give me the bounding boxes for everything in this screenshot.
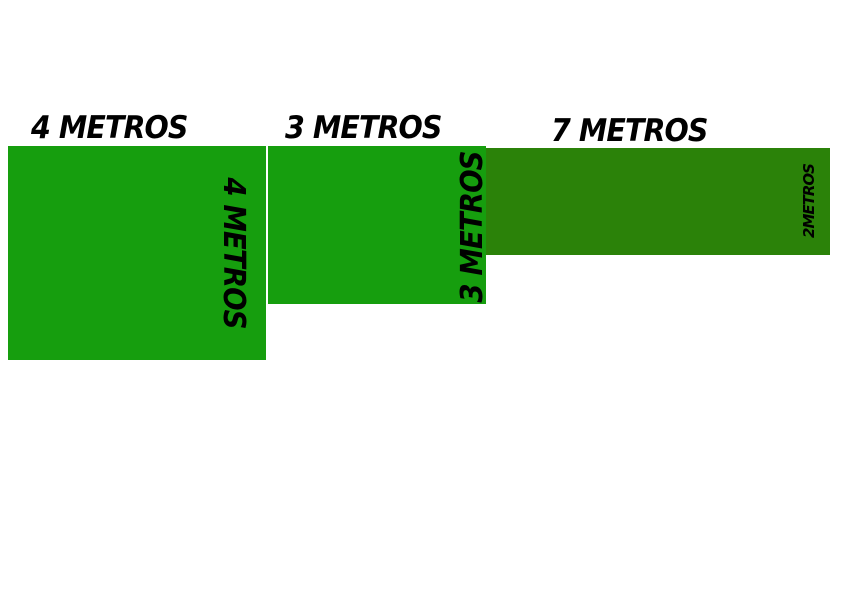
- square-3-metros: [268, 146, 486, 304]
- rectangle-width-label: 7 METROS: [551, 113, 708, 149]
- square-4-height-label: 4 METROS: [216, 177, 251, 329]
- rectangle-height-label: 2METROS: [800, 164, 818, 238]
- rectangle-7x2-metros: [486, 148, 830, 255]
- square-4-width-label: 4 METROS: [31, 110, 188, 146]
- square-3-width-label: 3 METROS: [285, 110, 442, 146]
- square-4-metros: [8, 146, 266, 360]
- square-3-height-label: 3 METROS: [455, 151, 490, 303]
